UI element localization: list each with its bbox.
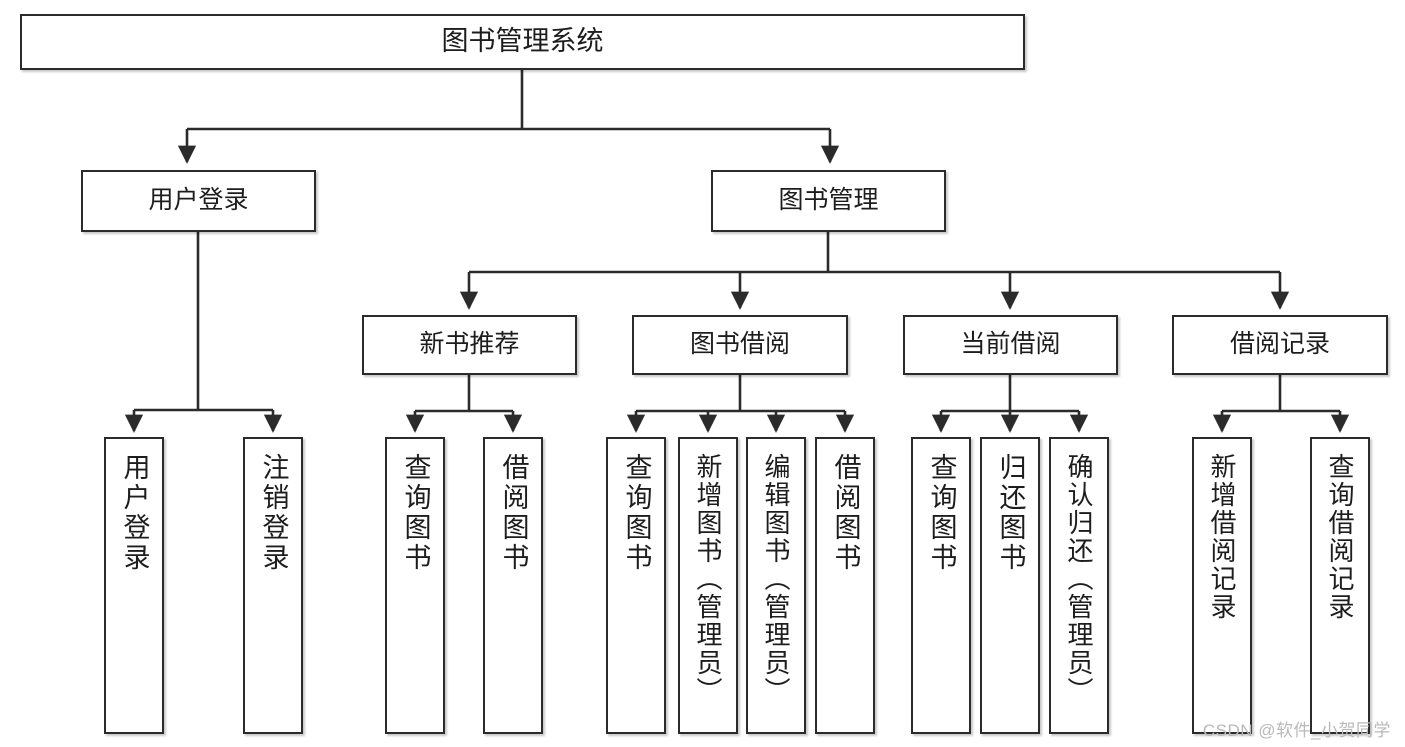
node-label: 新书推荐 (419, 330, 520, 359)
leaf-logout[interactable]: 注销登录 (243, 437, 303, 734)
node-label: 编辑图书（管理员） (761, 453, 791, 705)
node-label: 查询借阅记录 (1325, 453, 1355, 621)
leaf-return-book[interactable]: 归还图书 (980, 437, 1040, 734)
node-borrow-record[interactable]: 借阅记录 (1172, 315, 1388, 375)
leaf-borrow-book[interactable]: 借阅图书 (815, 437, 875, 734)
node-label: 归还图书 (995, 453, 1026, 573)
node-label: 用户登录 (119, 453, 150, 573)
node-label: 图书借阅 (689, 330, 790, 359)
node-label: 当前借阅 (960, 330, 1061, 359)
node-label: 确认归还（管理员） (1064, 453, 1094, 705)
leaf-add-borrow-record[interactable]: 新增借阅记录 (1192, 437, 1252, 734)
node-label: 查询图书 (621, 453, 652, 573)
node-label: 注销登录 (258, 453, 289, 573)
node-new-book-recommend[interactable]: 新书推荐 (362, 315, 577, 375)
node-book-management[interactable]: 图书管理 (711, 170, 946, 232)
node-user-login[interactable]: 用户登录 (81, 170, 316, 232)
node-label: 借阅记录 (1229, 330, 1330, 359)
node-label: 用户登录 (148, 186, 249, 215)
node-current-borrow[interactable]: 当前借阅 (903, 315, 1118, 375)
leaf-borrow-book-recommend[interactable]: 借阅图书 (483, 437, 543, 734)
node-label: 借阅图书 (498, 453, 529, 573)
node-label: 借阅图书 (830, 453, 861, 573)
node-label: 图书管理系统 (441, 26, 604, 57)
node-label: 图书管理 (778, 186, 879, 215)
leaf-query-book-current[interactable]: 查询图书 (911, 437, 971, 734)
leaf-query-book-recommend[interactable]: 查询图书 (385, 437, 445, 734)
leaf-user-login[interactable]: 用户登录 (104, 437, 164, 734)
leaf-query-book[interactable]: 查询图书 (606, 437, 666, 734)
node-label: 新增图书（管理员） (693, 453, 723, 705)
node-label: 新增借阅记录 (1207, 453, 1237, 621)
node-label: 查询图书 (926, 453, 957, 573)
leaf-confirm-return-admin[interactable]: 确认归还（管理员） (1049, 437, 1109, 734)
node-book-borrow[interactable]: 图书借阅 (632, 315, 848, 375)
node-root-system[interactable]: 图书管理系统 (20, 14, 1025, 70)
leaf-add-book-admin[interactable]: 新增图书（管理员） (678, 437, 738, 734)
node-label: 查询图书 (400, 453, 431, 573)
leaf-edit-book-admin[interactable]: 编辑图书（管理员） (746, 437, 806, 734)
leaf-query-borrow-record[interactable]: 查询借阅记录 (1310, 437, 1370, 734)
